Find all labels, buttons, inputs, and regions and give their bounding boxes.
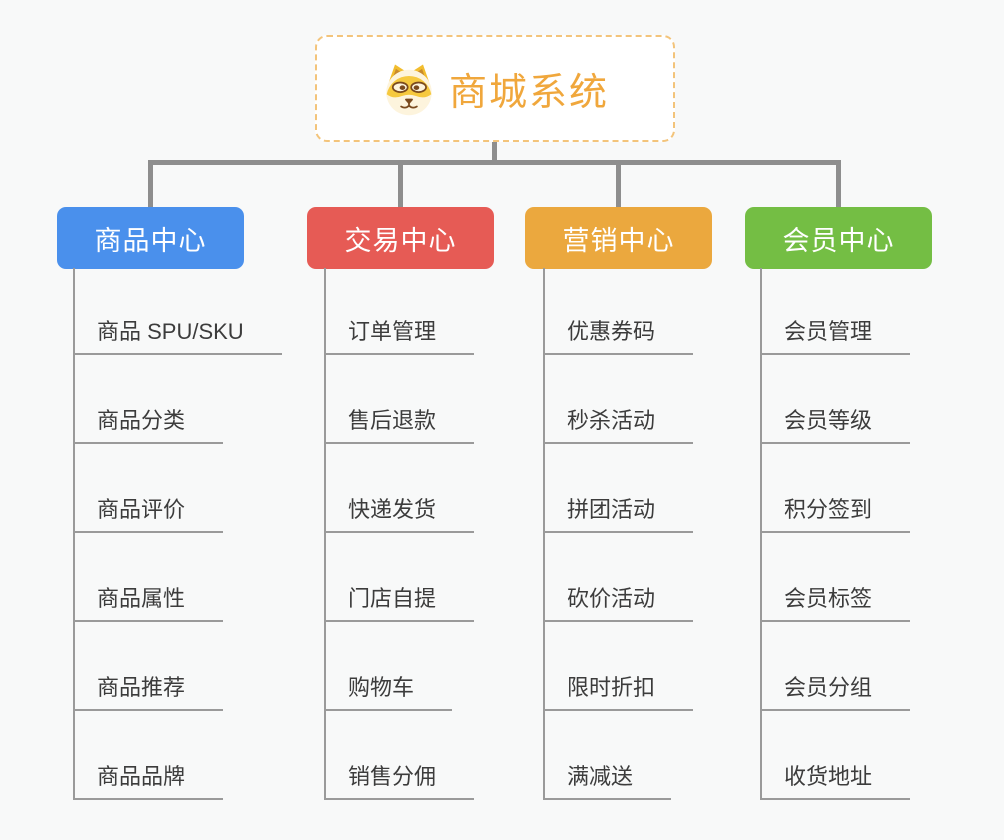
- leaf-node[interactable]: 商品 SPU/SKU: [73, 266, 282, 355]
- leaf-label: 秒杀活动: [543, 403, 694, 444]
- leaf-node[interactable]: 秒杀活动: [543, 355, 694, 444]
- connector-branch-stub-trade: [398, 162, 403, 207]
- leaf-label: 会员管理: [760, 314, 911, 355]
- leaf-label: 限时折扣: [543, 670, 694, 711]
- leaf-node[interactable]: 商品评价: [73, 444, 282, 533]
- leaf-label: 购物车: [324, 670, 453, 711]
- leaf-label: 满减送: [543, 759, 672, 800]
- leaf-label: 砍价活动: [543, 581, 694, 622]
- root-title: 商城系统: [448, 72, 609, 114]
- leaf-node[interactable]: 商品属性: [73, 533, 282, 622]
- leaf-node[interactable]: 快递发货: [324, 444, 475, 533]
- leaf-node[interactable]: 商品品牌: [73, 711, 282, 800]
- leaf-node[interactable]: 拼团活动: [543, 444, 694, 533]
- connector-column-line-product: [73, 268, 75, 800]
- leaf-label: 商品推荐: [73, 670, 224, 711]
- leaf-label: 商品属性: [73, 581, 224, 622]
- dog-face-icon: [386, 64, 432, 115]
- leaf-node[interactable]: 商品分类: [73, 355, 282, 444]
- connector-root-stub: [492, 141, 497, 162]
- leaf-column-product: 商品 SPU/SKU 商品分类 商品评价 商品属性 商品推荐 商品品牌: [73, 266, 282, 800]
- leaf-label: 会员等级: [760, 403, 911, 444]
- branch-label: 会员中心: [782, 225, 895, 256]
- leaf-node[interactable]: 销售分佣: [324, 711, 475, 800]
- leaf-label: 拼团活动: [543, 492, 694, 533]
- leaf-node[interactable]: 会员等级: [760, 355, 911, 444]
- leaf-label: 销售分佣: [324, 759, 475, 800]
- leaf-label: 收货地址: [760, 759, 911, 800]
- leaf-label: 门店自提: [324, 581, 475, 622]
- connector-column-line-member: [760, 268, 762, 800]
- connector-column-line-trade: [324, 268, 326, 800]
- leaf-label: 商品评价: [73, 492, 224, 533]
- leaf-node[interactable]: 收货地址: [760, 711, 911, 800]
- leaf-node[interactable]: 限时折扣: [543, 622, 694, 711]
- leaf-label: 商品 SPU/SKU: [73, 314, 282, 355]
- connector-branch-stub-product: [148, 162, 153, 207]
- leaf-column-member: 会员管理 会员等级 积分签到 会员标签 会员分组 收货地址: [760, 266, 911, 800]
- leaf-label: 订单管理: [324, 314, 475, 355]
- leaf-column-marketing: 优惠券码 秒杀活动 拼团活动 砍价活动 限时折扣 满减送: [543, 266, 694, 800]
- branch-node-trade-center[interactable]: 交易中心: [307, 207, 494, 269]
- leaf-node[interactable]: 会员管理: [760, 266, 911, 355]
- connector-branch-stub-marketing: [616, 162, 621, 207]
- leaf-label: 会员标签: [760, 581, 911, 622]
- branch-node-member-center[interactable]: 会员中心: [745, 207, 932, 269]
- leaf-node[interactable]: 购物车: [324, 622, 474, 711]
- leaf-label: 快递发货: [324, 492, 475, 533]
- leaf-node[interactable]: 满减送: [543, 711, 693, 800]
- connector-horizontal-rail: [148, 160, 841, 165]
- connector-column-line-marketing: [543, 268, 545, 800]
- leaf-node[interactable]: 商品推荐: [73, 622, 282, 711]
- leaf-column-trade: 订单管理 售后退款 快递发货 门店自提 购物车 销售分佣: [324, 266, 475, 800]
- branch-label: 商品中心: [94, 225, 207, 256]
- leaf-node[interactable]: 售后退款: [324, 355, 475, 444]
- leaf-node[interactable]: 砍价活动: [543, 533, 694, 622]
- branch-node-product-center[interactable]: 商品中心: [57, 207, 244, 269]
- connector-branch-stub-member: [836, 162, 841, 207]
- leaf-node[interactable]: 优惠券码: [543, 266, 694, 355]
- leaf-label: 售后退款: [324, 403, 475, 444]
- branch-node-marketing-center[interactable]: 营销中心: [525, 207, 712, 269]
- branch-label: 营销中心: [562, 225, 675, 256]
- leaf-node[interactable]: 积分签到: [760, 444, 911, 533]
- root-node[interactable]: 商城系统: [315, 35, 675, 142]
- leaf-label: 商品分类: [73, 403, 224, 444]
- leaf-node[interactable]: 门店自提: [324, 533, 475, 622]
- leaf-node[interactable]: 订单管理: [324, 266, 475, 355]
- leaf-label: 优惠券码: [543, 314, 694, 355]
- branch-label: 交易中心: [344, 225, 457, 256]
- leaf-label: 商品品牌: [73, 759, 224, 800]
- leaf-node[interactable]: 会员标签: [760, 533, 911, 622]
- leaf-node[interactable]: 会员分组: [760, 622, 911, 711]
- leaf-label: 积分签到: [760, 492, 911, 533]
- leaf-label: 会员分组: [760, 670, 911, 711]
